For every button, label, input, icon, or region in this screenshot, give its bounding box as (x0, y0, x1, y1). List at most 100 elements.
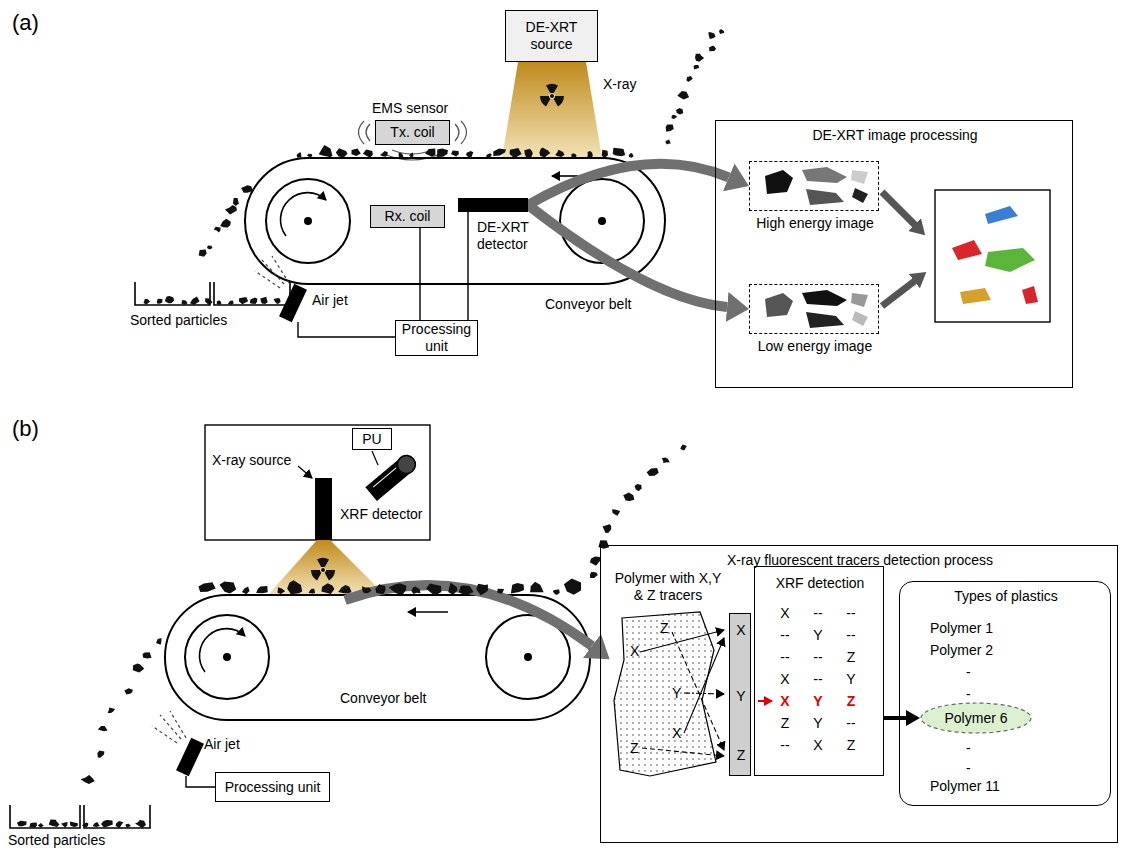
tracer-leader (684, 638, 724, 733)
process-arrow (882, 192, 916, 226)
conveyor-belt (599, 218, 605, 224)
particle (336, 148, 348, 157)
particle (612, 509, 620, 515)
particle (590, 557, 600, 566)
table-cell: -- (770, 627, 800, 644)
xrf-housing (394, 452, 419, 477)
particle (225, 205, 237, 214)
particle (309, 589, 316, 594)
node-label: Y (730, 688, 752, 705)
particle (250, 298, 258, 304)
particle (70, 822, 78, 828)
particle (459, 585, 474, 595)
table-cell: -- (770, 649, 800, 666)
particle (214, 227, 221, 233)
particle (510, 148, 522, 158)
node-label: - (966, 740, 1006, 757)
particle (228, 300, 234, 305)
particle (603, 524, 612, 533)
particle (666, 140, 671, 145)
xray-beam (502, 62, 602, 158)
wire (298, 322, 395, 337)
table-cell: X (803, 737, 833, 754)
node-label: Polymer 2 (930, 642, 1080, 659)
conveyor-belt (408, 611, 448, 613)
match-arrow (758, 700, 772, 702)
particle (93, 822, 100, 827)
image-frame: Low energy image (749, 284, 879, 334)
particle (448, 583, 457, 595)
classified-image (985, 206, 1018, 224)
particle (686, 76, 692, 82)
xray-beam (540, 84, 564, 106)
xrf-housing (205, 425, 430, 540)
tracer-leader (684, 693, 724, 694)
particle (555, 150, 564, 157)
particle (278, 587, 286, 594)
node-label: Processing unit (225, 779, 321, 796)
particle (694, 65, 700, 70)
xrf-housing (373, 468, 396, 487)
particle (82, 822, 88, 827)
match-arrow (758, 701, 772, 702)
panel: DE-XRT image processingHigh energy image… (715, 120, 1073, 388)
particle (157, 299, 163, 304)
particle (493, 149, 506, 157)
table-cell: Z (836, 737, 866, 754)
conveyor-belt (525, 654, 531, 660)
particle (135, 820, 146, 828)
xrf-housing (365, 452, 419, 501)
table-cell: X (770, 693, 800, 710)
label-text: (a) (12, 10, 39, 36)
table-cell: X (770, 671, 800, 688)
xrf-housing (372, 451, 378, 465)
label-text: XRF detector (340, 506, 422, 523)
table-cell: Y (803, 627, 833, 644)
node-label: DE-XRT detector (477, 219, 541, 253)
particle (553, 590, 560, 595)
label-text: Air jet (204, 736, 240, 753)
ems-waves (359, 121, 365, 144)
label-text: (b) (12, 416, 39, 442)
process-box: Processing unit (215, 772, 330, 802)
air-jet (152, 711, 204, 776)
energy-image (852, 188, 868, 203)
coil-box: Rx. coil (370, 205, 445, 228)
energy-image (806, 312, 844, 328)
air-jet (152, 726, 177, 743)
particle (241, 185, 253, 193)
plastics-box: Types of plasticsPolymer 1Polymer 2----P… (899, 581, 1111, 806)
node-label: Rx. coil (385, 208, 431, 225)
particle (165, 296, 174, 303)
particle (307, 154, 312, 157)
air-jet (176, 738, 204, 777)
particle (530, 582, 544, 593)
particle (199, 249, 207, 256)
ems-waves (366, 124, 370, 141)
tracer-letter: Z (630, 740, 639, 757)
table-cell: Y (803, 715, 833, 732)
particle (144, 299, 151, 305)
node-label: Types of plastics (900, 588, 1112, 605)
particles (17, 29, 724, 828)
particle (338, 585, 351, 594)
conveyor-belt (165, 595, 590, 720)
air-jet (160, 715, 181, 739)
particle (635, 484, 642, 491)
xray-beam (268, 540, 385, 595)
conveyor-belt (266, 179, 350, 263)
conveyor-belt (305, 218, 311, 224)
particle (220, 219, 231, 228)
transfer-arrow (345, 585, 592, 646)
particle (108, 707, 116, 713)
particle (124, 688, 132, 694)
particle (49, 820, 60, 827)
particle (297, 152, 302, 158)
label-text: Conveyor belt (545, 296, 631, 313)
wire (298, 322, 395, 337)
table-cell: Z (836, 693, 866, 710)
label-text: Sorted particles (8, 832, 105, 849)
particle (126, 824, 131, 828)
particle (486, 153, 492, 158)
conveyor-belt (165, 595, 590, 720)
